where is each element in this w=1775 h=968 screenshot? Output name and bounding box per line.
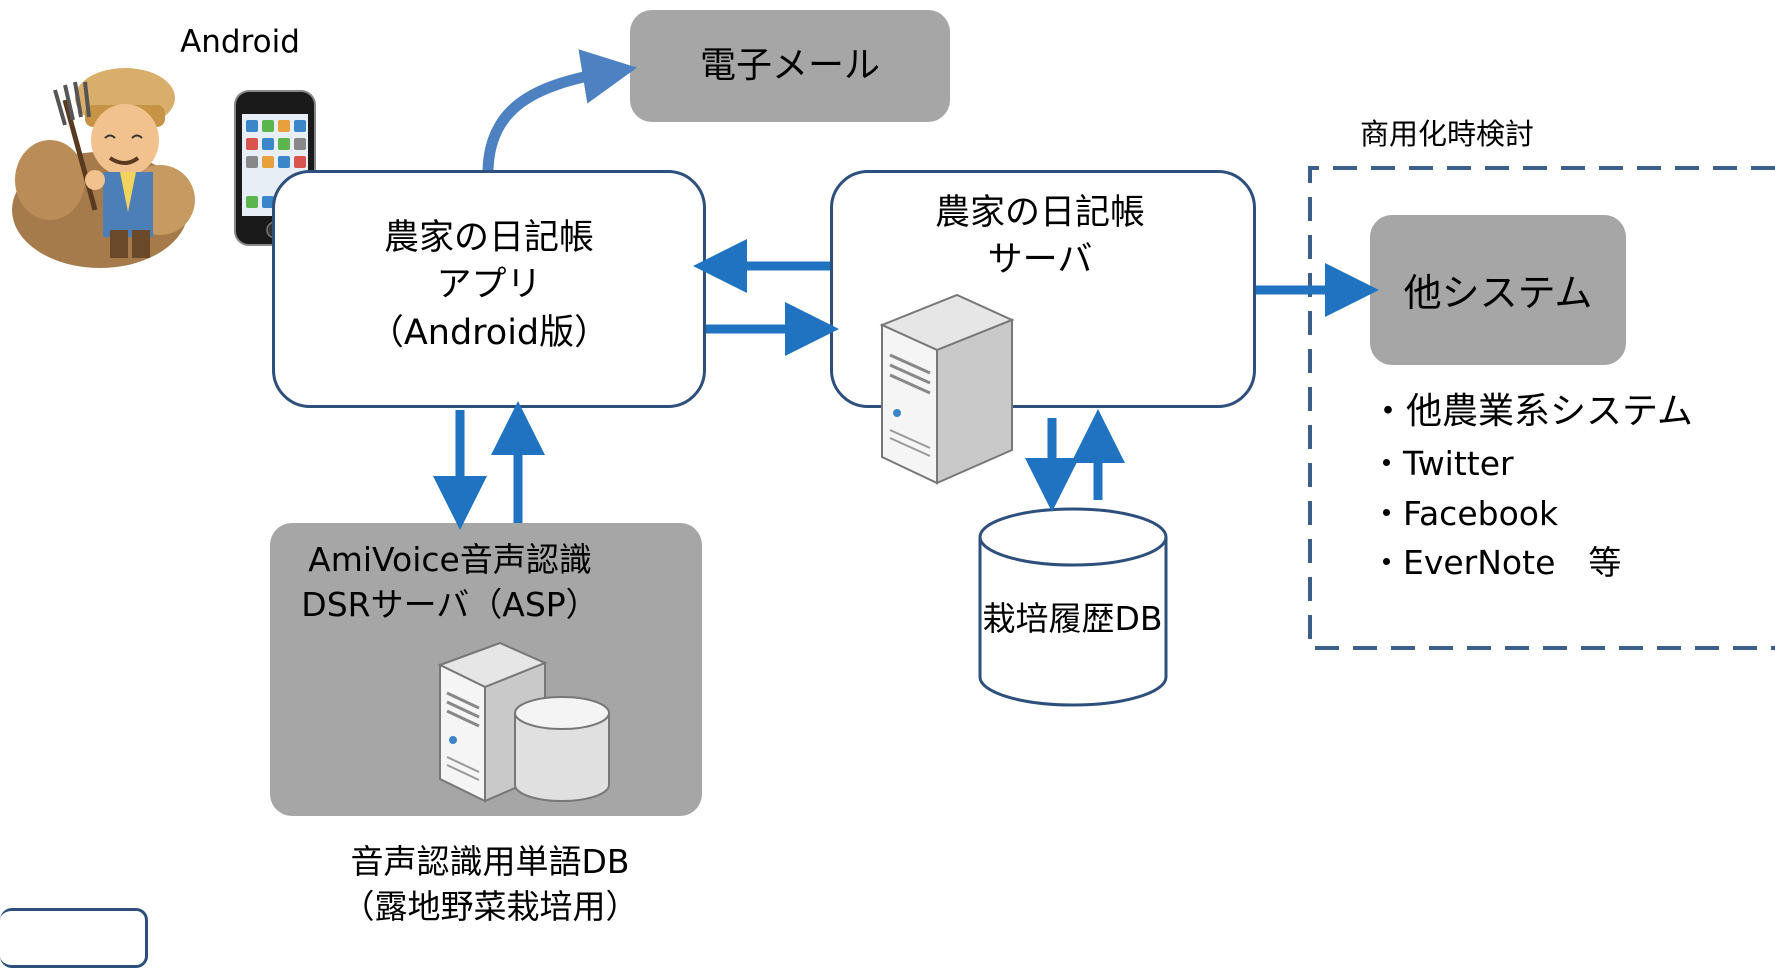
voice-db-caption: 音声認識用単語DB （露地野菜栽培用） — [341, 842, 639, 926]
list-item: ・Twitter — [1370, 444, 1514, 483]
email-box — [630, 10, 950, 122]
server-tower-icon — [437, 641, 548, 803]
history-db-label: 栽培履歴DB — [982, 599, 1163, 638]
list-item: ・他農業系システム — [1370, 391, 1693, 432]
list-item: ・Facebook — [1370, 493, 1559, 533]
connection-arrows — [433, 49, 1379, 530]
other-system-box — [1370, 215, 1626, 365]
list-item: ・EverNote 等 — [1370, 543, 1622, 582]
email-label: 電子メール — [699, 45, 880, 86]
future-consideration-label: 商用化時検討 — [1360, 117, 1535, 151]
app-to-email-arrow — [482, 49, 638, 171]
app-box — [272, 170, 706, 408]
app-label: 農家の日記帳 アプリ （Android版） — [368, 218, 610, 353]
other-systems-list: ・他農業系システム ・Twitter ・Facebook ・EverNote 等 — [1370, 385, 1693, 588]
device-label: Android — [180, 24, 300, 60]
server-label: 農家の日記帳 サーバ — [934, 193, 1145, 281]
farmer-illustration — [12, 68, 195, 268]
other-system-label: 他システム — [1403, 271, 1593, 315]
database-cylinder-icon — [978, 507, 1168, 707]
database-cylinder-icon — [514, 696, 610, 802]
voice-recognition-label: AmiVoice音声認識 DSRサーバ（ASP） — [301, 540, 599, 624]
server-tower-icon — [879, 293, 1015, 485]
future-consideration-dashed-frame — [1308, 166, 1775, 650]
